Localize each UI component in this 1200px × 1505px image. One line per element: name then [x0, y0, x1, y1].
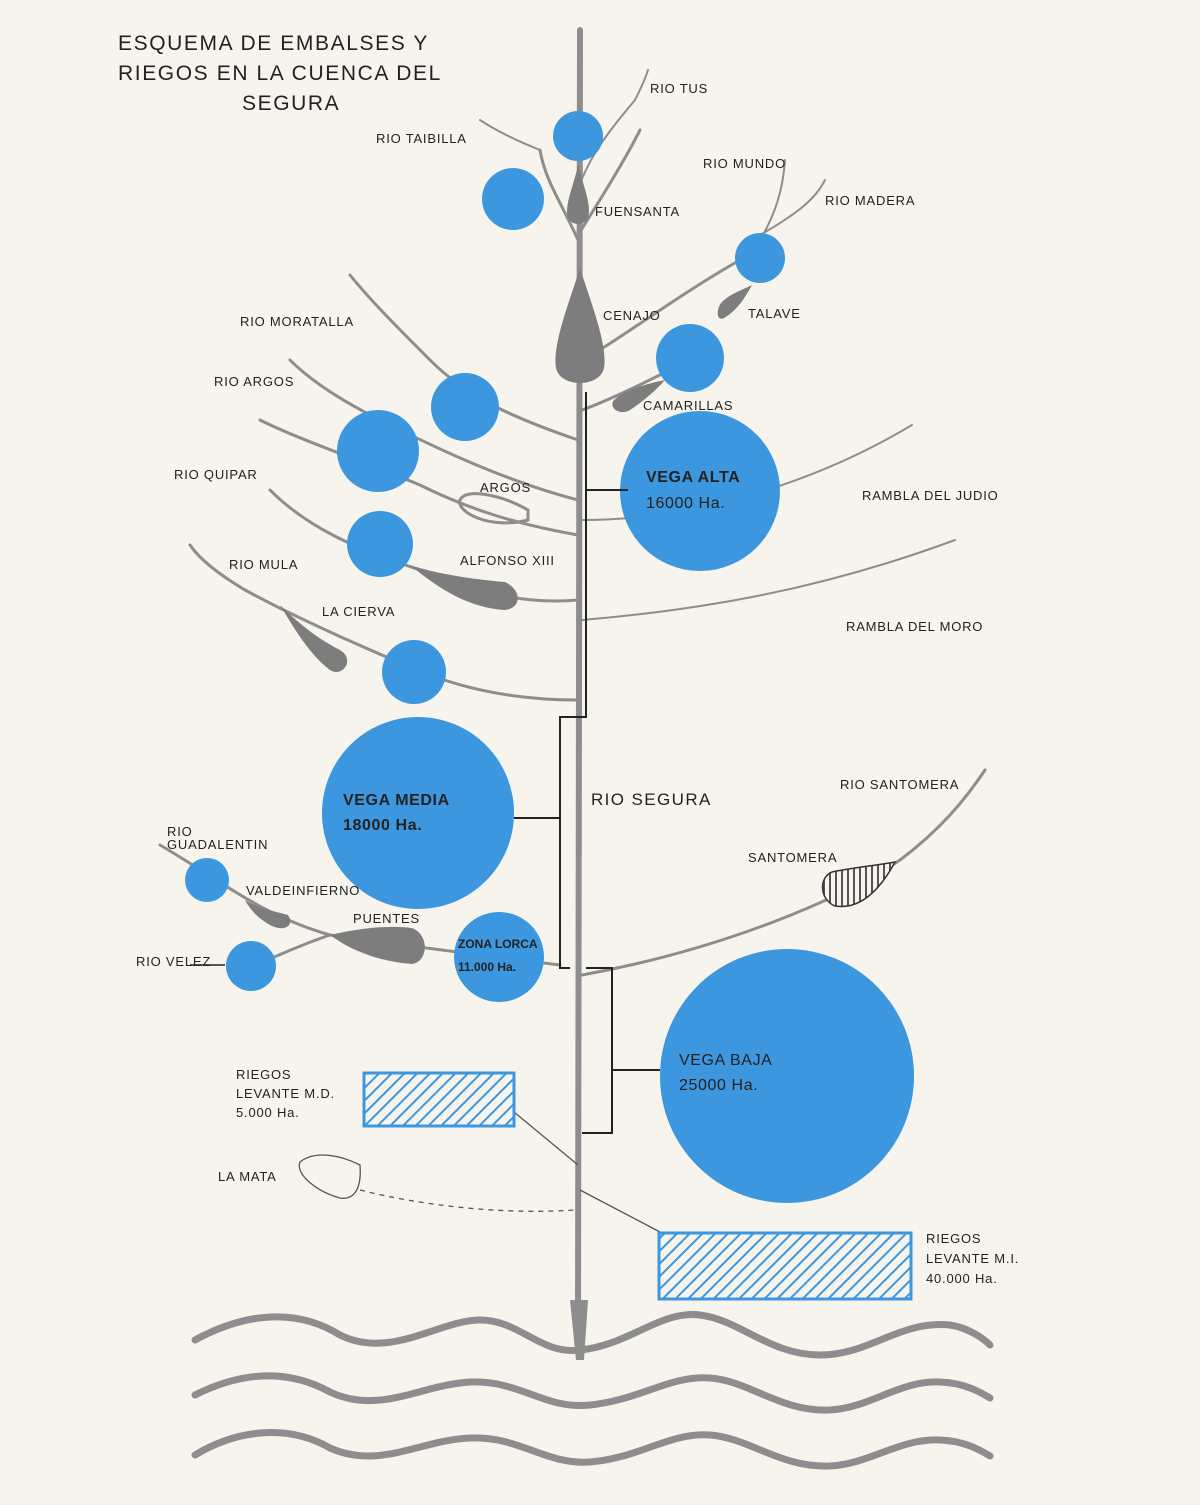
- argos-irrigation-zone: [337, 410, 419, 492]
- diagram-title-line-2: RIEGOS EN LA CUENCA DEL: [118, 62, 442, 85]
- cenajo-reservoir: [555, 268, 605, 383]
- levante-mi-line-3: 40.000 Ha.: [926, 1271, 998, 1286]
- rambla-moro-branch: [581, 539, 956, 621]
- label-puentes: PUENTES: [353, 911, 420, 926]
- vega-media-zone: [322, 717, 514, 909]
- wave-1: [191, 1311, 994, 1359]
- levante-mi-line-1: RIEGOS: [926, 1231, 981, 1246]
- velez-irrigation-zone: [226, 941, 276, 991]
- label-rio-mula: RIO MULA: [229, 557, 298, 572]
- label-argos-reservoir: ARGOS: [480, 480, 531, 495]
- moratalla-branch: [348, 273, 580, 442]
- fuensanta-branch: [576, 128, 642, 237]
- levante-mi-connector: [579, 1189, 661, 1233]
- camarillas-reservoir: [612, 380, 665, 413]
- vega-alta-zone: [620, 411, 780, 571]
- levante-mi-line-2: LEVANTE M.I.: [926, 1251, 1019, 1266]
- label-rio-segura: RIO SEGURA: [591, 790, 712, 809]
- quipar-branch: [258, 418, 580, 537]
- label-rambla-del-judio: RAMBLA DEL JUDIO: [862, 488, 999, 503]
- segura-main-trunk: [575, 27, 583, 1333]
- label-rio-tus: RIO TUS: [650, 81, 708, 96]
- la-mata-connection: [359, 1189, 576, 1212]
- label-la-cierva: LA CIERVA: [322, 604, 395, 619]
- zona-lorca-area: 11.000 Ha.: [458, 960, 516, 974]
- talave-reservoir: [717, 285, 752, 319]
- vega-baja-bracket: [582, 967, 613, 1134]
- levante-md-connector: [513, 1111, 579, 1166]
- label-rio-argos: RIO ARGOS: [214, 374, 294, 389]
- camarillas-irrigation-zone: [656, 324, 724, 392]
- taibilla-branch: [538, 148, 580, 242]
- diagram-title-line-3: SEGURA: [242, 92, 340, 115]
- levante-md-line-1: RIEGOS: [236, 1067, 291, 1082]
- vega-media-name: VEGA MEDIA: [343, 792, 450, 809]
- levante-md-line-3: 5.000 Ha.: [236, 1105, 300, 1120]
- mula-irrigation-zone: [382, 640, 446, 704]
- label-rio-guadalentin-2: GUADALENTIN: [167, 837, 268, 852]
- wave-3: [191, 1429, 994, 1470]
- label-rio-quipar: RIO QUIPAR: [174, 467, 258, 482]
- madera-upper: [759, 179, 826, 236]
- mundo-irrigation-zone: [735, 233, 785, 283]
- quipar-lower: [268, 488, 580, 603]
- label-rio-guadalentin-1: RIO: [167, 824, 193, 839]
- vega-alta-area: 16000 Ha.: [646, 495, 725, 512]
- label-fuensanta: FUENSANTA: [595, 204, 680, 219]
- vega-media-bracket: [559, 490, 587, 969]
- mula-branch: [188, 543, 580, 702]
- tus-upper: [634, 69, 649, 101]
- taibilla-irrigation-zone: [482, 168, 544, 230]
- label-rambla-del-moro: RAMBLA DEL MORO: [846, 619, 983, 634]
- santomera-reservoir: [821, 860, 897, 908]
- argos-branch: [288, 358, 580, 502]
- trunk-base: [570, 1300, 588, 1360]
- label-rio-taibilla: RIO TAIBILLA: [376, 131, 467, 146]
- zona-lorca-zone: [454, 912, 544, 1002]
- label-alfonso-xiii: ALFONSO XIII: [460, 553, 555, 568]
- vega-baja-name: VEGA BAJA: [679, 1052, 772, 1069]
- label-rio-velez: RIO VELEZ: [136, 954, 211, 969]
- label-rio-moratalla: RIO MORATALLA: [240, 314, 354, 329]
- label-rio-santomera: RIO SANTOMERA: [840, 777, 959, 792]
- vega-alta-name: VEGA ALTA: [646, 469, 740, 486]
- label-la-mata: LA MATA: [218, 1169, 277, 1184]
- label-rio-madera: RIO MADERA: [825, 193, 915, 208]
- levante-md-line-2: LEVANTE M.D.: [236, 1086, 335, 1101]
- label-valdeinfierno: VALDEINFIERNO: [246, 883, 360, 898]
- label-cenajo: CENAJO: [603, 308, 661, 323]
- argos-reservoir: [458, 492, 530, 525]
- moratalla-irrigation-zone: [431, 373, 499, 441]
- fuensanta-reservoir: [567, 165, 589, 224]
- label-santomera-reservoir: SANTOMERA: [748, 850, 837, 865]
- vega-baja-area: 25000 Ha.: [679, 1077, 758, 1094]
- zona-lorca-name: ZONA LORCA: [458, 937, 538, 951]
- alfonso-reservoir: [410, 565, 518, 610]
- puentes-reservoir: [330, 926, 425, 964]
- levante-md-zone: [362, 1071, 516, 1128]
- taibilla-upper: [479, 119, 541, 151]
- label-camarillas: CAMARILLAS: [643, 398, 733, 413]
- label-rio-mundo: RIO MUNDO: [703, 156, 786, 171]
- levante-mi-zone: [657, 1231, 913, 1301]
- tus-irrigation-zone: [553, 111, 603, 161]
- la-cierva-reservoir: [280, 605, 348, 672]
- la-mata-reservoir: [298, 1154, 361, 1199]
- diagram-title-line-1: ESQUEMA DE EMBALSES Y: [118, 32, 429, 55]
- vega-baja-zone: [660, 949, 914, 1203]
- vega-media-area: 18000 Ha.: [343, 817, 422, 834]
- guadalentin-irrigation-zone: [185, 858, 229, 902]
- wave-2: [191, 1372, 994, 1414]
- valdeinfierno-reservoir: [245, 900, 291, 929]
- label-talave: TALAVE: [748, 306, 801, 321]
- quipar-irrigation-zone: [347, 511, 413, 577]
